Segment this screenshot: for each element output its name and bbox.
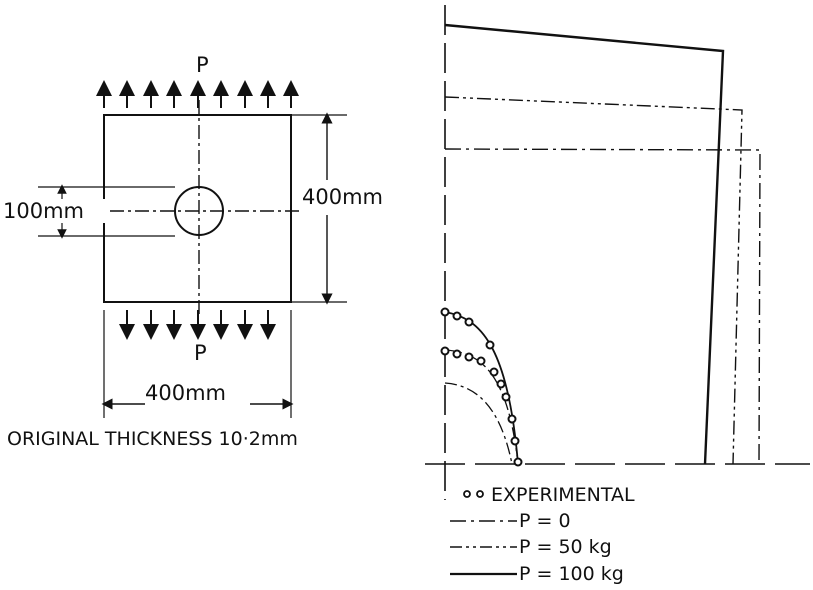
bottom-load-arrows [119,310,276,340]
profile-p50 [444,96,743,465]
height-dimension: 400mm [291,112,383,305]
experimental-point [476,356,486,366]
legend-marker-experimental [463,490,471,498]
legend-marker-experimental [476,490,484,498]
experimental-point [501,392,511,402]
hole-dimension-label: 100mm [3,199,84,223]
height-dimension-label: 400mm [302,185,383,209]
legend: EXPERIMENTAL P = 0 P = 50 kg P = 100 kg [450,484,635,585]
experimental-point [513,457,523,467]
profile-plot: EXPERIMENTAL P = 0 P = 50 kg P = 100 kg [425,5,810,585]
legend-label-p50: P = 50 kg [519,536,612,558]
width-dimension: 400mm [101,310,294,418]
load-label-bottom: P [194,341,207,365]
experimental-point [440,307,450,317]
experimental-point [452,349,462,359]
experimental-point [510,436,520,446]
experimental-point [440,346,450,356]
plate-outline [103,114,292,303]
experimental-point [489,367,499,377]
legend-label-experimental: EXPERIMENTAL [491,484,635,506]
experimental-point [507,414,517,424]
width-dimension-label: 400mm [145,381,226,405]
experimental-point [464,352,474,362]
profile-p0 [444,148,761,465]
experimental-point [496,379,506,389]
experimental-point [464,317,474,327]
legend-label-p0: P = 0 [519,510,571,532]
top-load-arrows [96,80,299,108]
thickness-note: ORIGINAL THICKNESS 10·2mm [7,428,298,450]
hole-curve-p100 [444,311,519,465]
load-label-top: P [196,53,209,77]
specimen-diagram: P P 100mm 400mm [2,53,383,450]
legend-label-p100: P = 100 kg [519,563,624,585]
hole-curve-p0 [444,382,513,465]
experimental-point [452,311,462,321]
experimental-point [485,340,495,350]
experimental-points [440,307,523,467]
profile-p100 [444,23,725,465]
label-mask [2,199,110,223]
hole-curve-p50 [444,349,519,465]
hole-dimension: 100mm [2,184,175,239]
